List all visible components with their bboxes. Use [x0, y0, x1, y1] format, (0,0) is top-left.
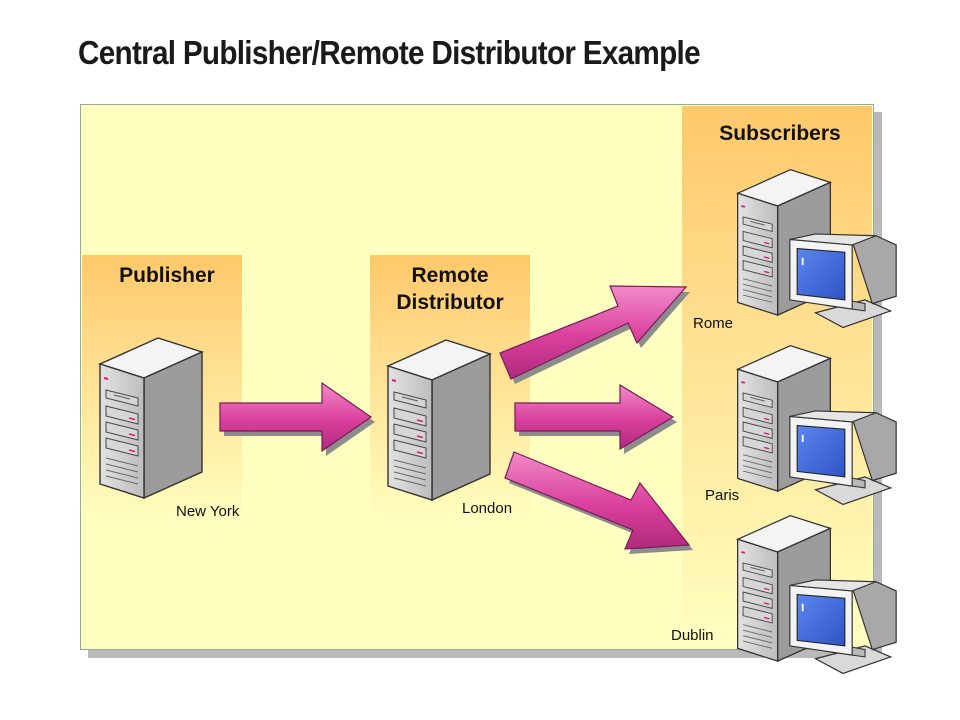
distributor-label: Remote Distributor — [370, 262, 530, 316]
arrow-distributor-to-dublin — [504, 451, 693, 554]
subscriber-city-paris: Paris — [705, 487, 740, 504]
arrow-distributor-to-paris — [514, 383, 677, 454]
publisher-server-icon — [99, 337, 203, 499]
distributor-server-icon — [387, 339, 491, 501]
subscribers-label: Subscribers — [719, 122, 841, 145]
distributor-label-line1: Remote — [411, 264, 489, 287]
dublin-monitor-icon — [788, 578, 898, 675]
subscriber-city-rome: Rome — [693, 315, 734, 332]
distributor-label-line2: Distributor — [396, 291, 504, 314]
paris-monitor-icon — [788, 409, 898, 506]
publisher-city-label: New York — [176, 503, 240, 520]
arrow-publisher-to-distributor — [219, 381, 375, 456]
rome-monitor-icon — [788, 232, 898, 329]
publisher-label: Publisher — [119, 264, 215, 287]
distributor-city-label: London — [462, 500, 513, 517]
subscriber-city-dublin: Dublin — [671, 627, 714, 644]
arrow-distributor-to-rome — [499, 285, 690, 384]
page-title: Central Publisher/Remote Distributor Exa… — [78, 34, 701, 71]
